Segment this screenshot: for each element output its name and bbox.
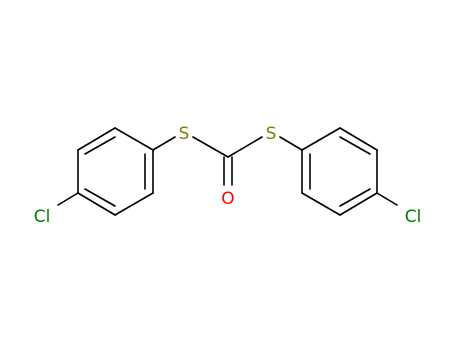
- bond: [77, 192, 116, 216]
- oxygen-label: O: [221, 189, 234, 209]
- bond: [339, 127, 378, 151]
- bond-s-left-to-c: [192, 136, 229, 158]
- bond: [339, 192, 378, 216]
- bond-ring-to-s-left: [152, 136, 176, 151]
- bond-s-right-to-ring: [279, 136, 303, 151]
- aromatic-bond: [84, 136, 116, 155]
- chlorine-left-label: Cl: [34, 207, 51, 227]
- bond: [77, 127, 116, 151]
- bond-ring-to-cl-left: [57, 192, 79, 206]
- bond: [114, 127, 154, 151]
- carbonyl-linkage: [152, 136, 303, 186]
- sulfur-left-label: S: [179, 124, 190, 144]
- bond: [301, 127, 341, 151]
- aromatic-bond: [84, 188, 116, 207]
- bond: [301, 192, 341, 216]
- chlorine-right-label: Cl: [405, 207, 422, 227]
- aromatic-bond: [339, 136, 371, 155]
- bond: [114, 192, 154, 216]
- left-benzene-ring: [77, 127, 154, 216]
- sulfur-right-label: S: [266, 124, 277, 144]
- bond-c-to-s-right: [227, 136, 263, 158]
- right-benzene-ring: [301, 127, 378, 216]
- aromatic-bond: [339, 188, 371, 207]
- bond-ring-to-cl-right: [376, 192, 398, 206]
